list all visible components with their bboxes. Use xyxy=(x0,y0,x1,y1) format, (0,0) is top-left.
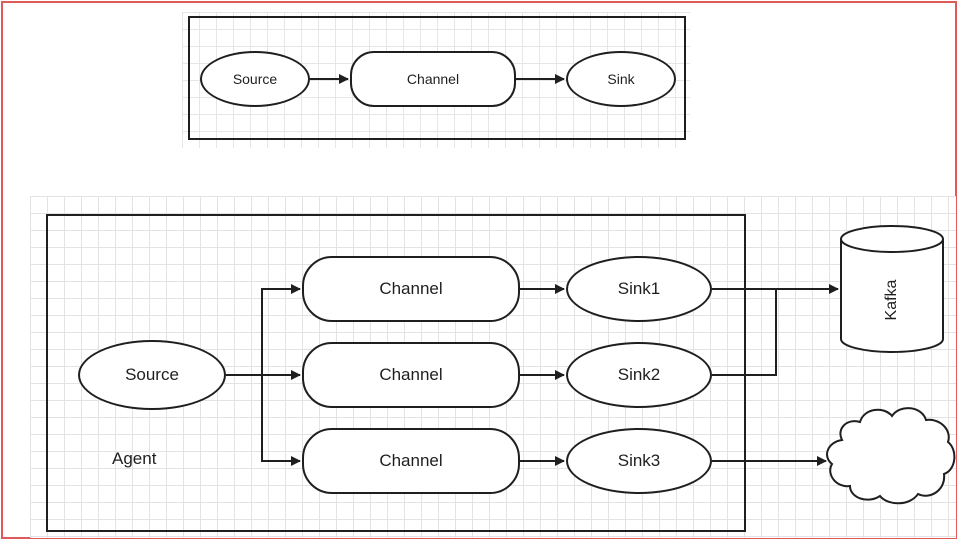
agent-frame xyxy=(46,214,746,532)
grid-background-top xyxy=(182,12,690,148)
sink-label-2: Sink2 xyxy=(617,365,661,384)
cloud-icon xyxy=(826,407,956,505)
sink-label-1: Sink1 xyxy=(617,279,661,298)
top-channel-label: Channel xyxy=(406,71,460,87)
sink-label-3: Sink3 xyxy=(617,451,661,470)
kafka-label: Kafka xyxy=(883,279,900,321)
simple-flow-frame xyxy=(188,16,686,140)
channel-node-3[interactable]: Channel xyxy=(302,428,520,494)
arrow-source-to-channel-1 xyxy=(226,284,301,376)
sink-node-1[interactable]: Sink1 xyxy=(566,256,712,322)
channel-label-1: Channel xyxy=(379,279,443,298)
agent-source-label: Source xyxy=(125,365,179,384)
agent-label: Agent xyxy=(112,449,157,468)
channel-label-2: Channel xyxy=(379,365,443,384)
sink-node-2[interactable]: Sink2 xyxy=(566,342,712,408)
top-source-label: Source xyxy=(232,71,278,87)
channel-node-1[interactable]: Channel xyxy=(302,256,520,322)
sink-node-3[interactable]: Sink3 xyxy=(566,428,712,494)
kafka-database-icon xyxy=(840,225,944,353)
arrow-sink-2-to-kafka xyxy=(712,289,777,376)
top-sink-node[interactable]: Sink xyxy=(566,51,676,107)
arrow-source-to-channel-3 xyxy=(226,374,301,466)
top-sink-label: Sink xyxy=(607,71,635,87)
channel-label-3: Channel xyxy=(379,451,443,470)
channel-node-2[interactable]: Channel xyxy=(302,342,520,408)
top-channel-node[interactable]: Channel xyxy=(350,51,516,107)
agent-source-node[interactable]: Source xyxy=(78,340,226,410)
top-source-node[interactable]: Source xyxy=(200,51,310,107)
